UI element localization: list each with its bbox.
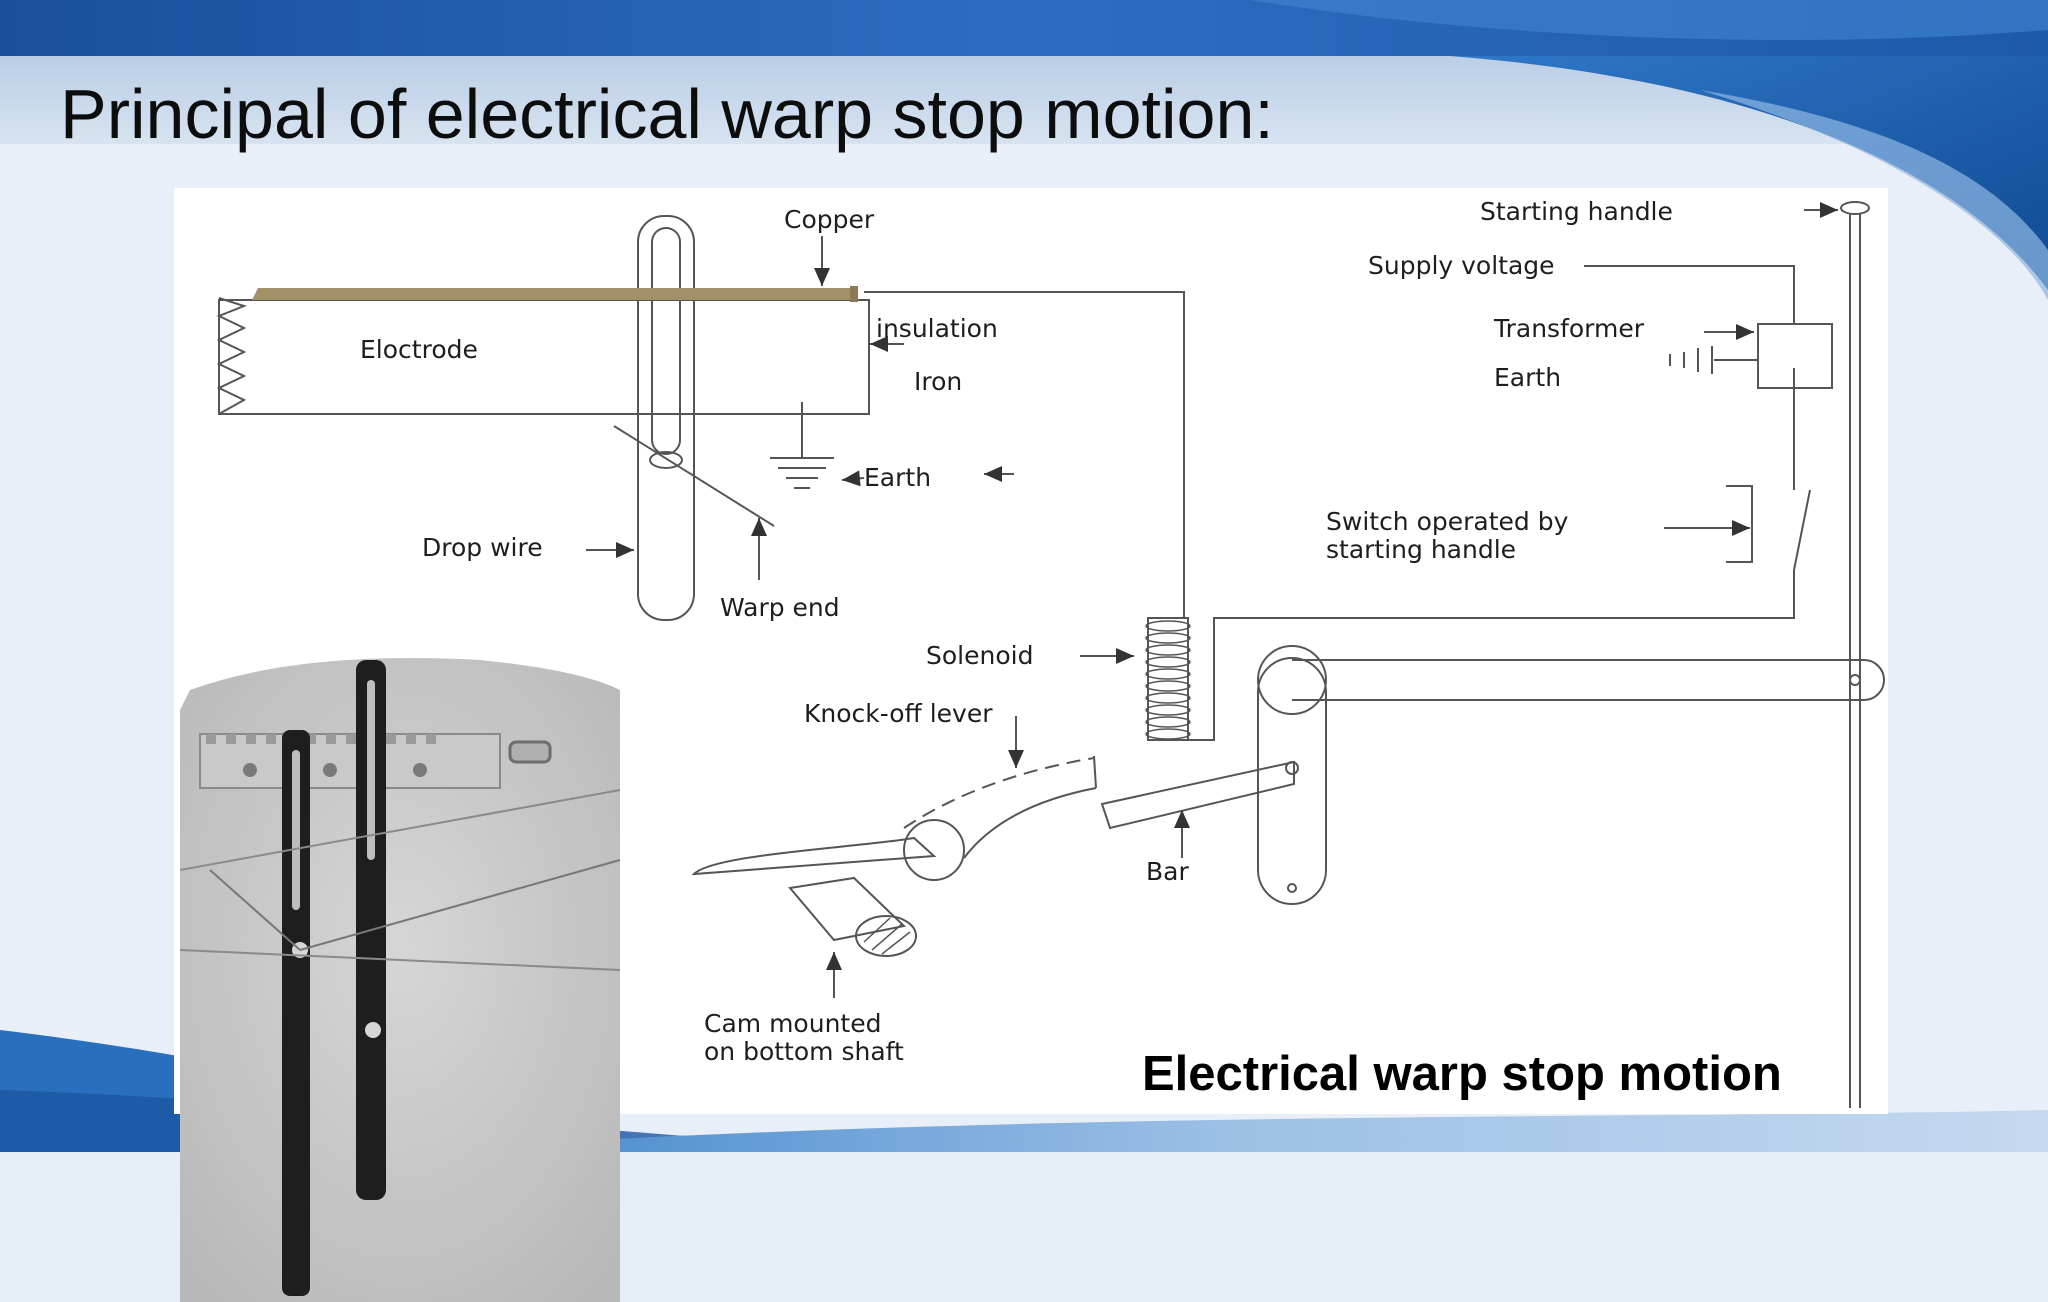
label-transformer: Transformer bbox=[1493, 314, 1645, 343]
rocker-arm bbox=[1292, 659, 1885, 701]
label-cam-line2: on bottom shaft bbox=[704, 1037, 904, 1066]
drop-wire-photo bbox=[180, 650, 621, 1302]
label-switch-line1: Switch operated by bbox=[1326, 507, 1569, 536]
electrode-block bbox=[218, 299, 870, 415]
label-insulation: insulation bbox=[876, 314, 998, 343]
label-copper: Copper bbox=[784, 205, 875, 234]
label-earth-right: Earth bbox=[1494, 363, 1561, 392]
drop-wire bbox=[637, 215, 695, 621]
label-supply-voltage: Supply voltage bbox=[1368, 251, 1555, 280]
copper-strip bbox=[252, 288, 856, 300]
label-iron: Iron bbox=[914, 367, 962, 396]
label-warp-end: Warp end bbox=[720, 593, 840, 622]
label-solenoid: Solenoid bbox=[926, 641, 1033, 670]
warp-stop-diagram: Copper Eloctrode insulation Iron Earth D… bbox=[216, 197, 1885, 1108]
slide-title: Principal of electrical warp stop motion… bbox=[60, 75, 1274, 153]
label-starting-handle: Starting handle bbox=[1480, 197, 1673, 226]
bar-link bbox=[1100, 760, 1295, 830]
vertical-lever bbox=[1257, 657, 1327, 905]
label-knock-off-lever: Knock-off lever bbox=[804, 699, 993, 728]
label-earth-top: Earth bbox=[864, 463, 931, 492]
label-electrode: Eloctrode bbox=[360, 335, 478, 364]
label-bar: Bar bbox=[1146, 857, 1189, 886]
knock-off-lever bbox=[691, 836, 937, 876]
starting-handle-knob bbox=[1840, 201, 1870, 215]
diagram-panel: Copper Eloctrode insulation Iron Earth D… bbox=[174, 188, 1888, 1302]
solenoid-coil bbox=[1147, 617, 1189, 741]
label-switch-line2: starting handle bbox=[1326, 535, 1516, 564]
cam-shaft bbox=[788, 876, 907, 942]
label-drop-wire: Drop wire bbox=[422, 533, 543, 562]
warp-end-line bbox=[613, 425, 775, 527]
electrode-break-zigzag bbox=[216, 297, 247, 415]
label-cam-line1: Cam mounted bbox=[704, 1009, 881, 1038]
diagram-caption: Electrical warp stop motion bbox=[1142, 1047, 1782, 1101]
